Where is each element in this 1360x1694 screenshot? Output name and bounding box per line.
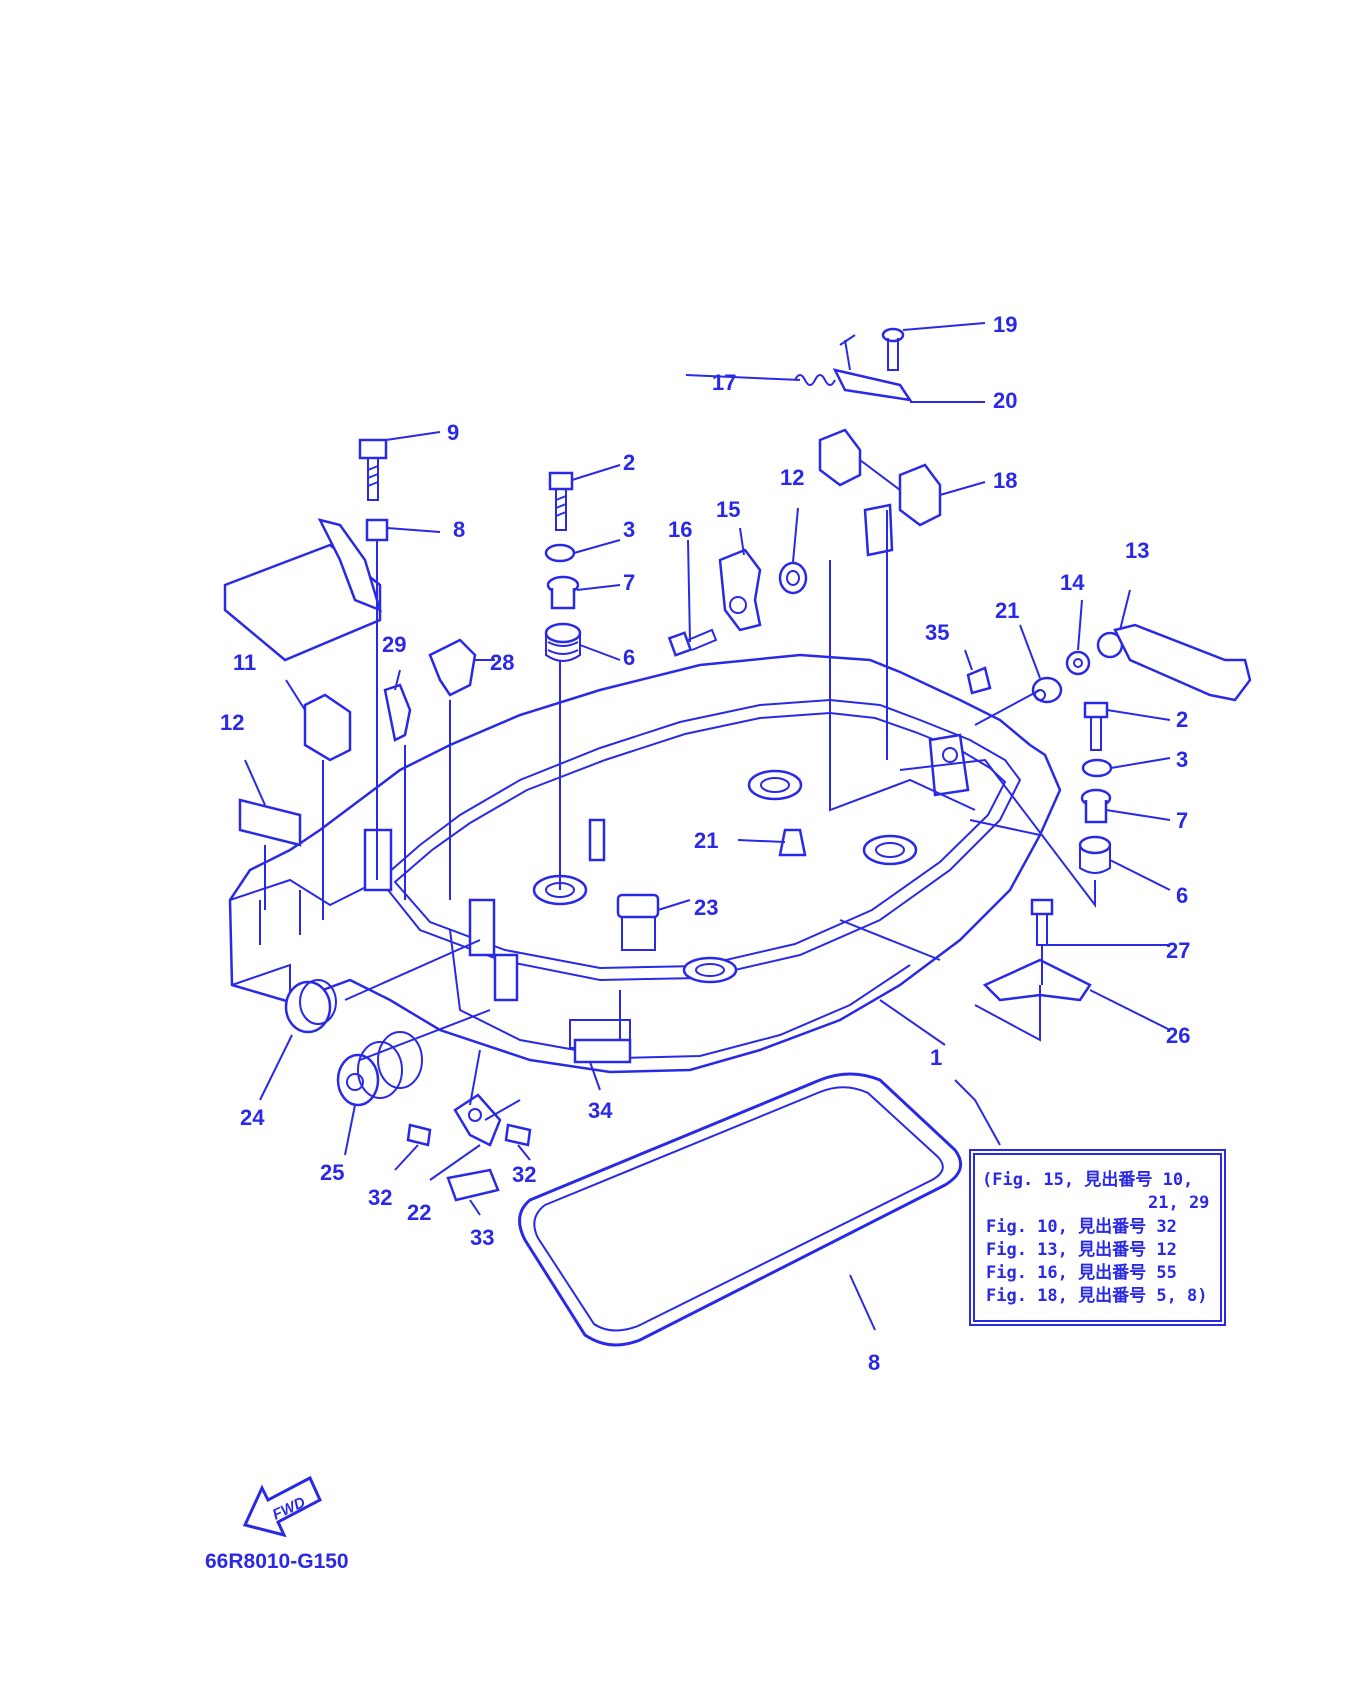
part-29-bolt — [1030, 898, 1054, 946]
callout-32-left: 32 — [368, 1185, 392, 1210]
part-25-plug — [616, 893, 660, 951]
callout-6-upper: 6 — [623, 645, 635, 670]
note-line-5: Fig. 16, 見出番号 55 — [986, 1262, 1177, 1283]
callout-14: 12 — [780, 465, 804, 490]
note-line-4: Fig. 13, 見出番号 12 — [986, 1239, 1177, 1260]
callout-10: 9 — [447, 420, 459, 445]
part-bracket-left — [223, 518, 382, 662]
part-33-pad — [446, 1168, 500, 1202]
part-4-bolt — [548, 471, 574, 531]
callout-7-lower: 7 — [1176, 808, 1188, 833]
part-10-bolt — [358, 438, 388, 501]
part-14-bushing — [778, 561, 808, 595]
drawing-code: 66R8010-G150 — [205, 1550, 349, 1573]
callout-30: 28 — [490, 650, 514, 675]
part-13-lever — [1096, 623, 1252, 702]
part-34-label — [966, 666, 992, 695]
callout-33: 33 — [470, 1225, 494, 1250]
part-7-collar-upper — [546, 575, 580, 610]
part-18-bolt — [667, 628, 718, 657]
callout-15: 21 — [995, 598, 1019, 623]
note-line-3: Fig. 10, 見出番号 32 — [986, 1216, 1177, 1237]
callout-34: 35 — [925, 620, 949, 645]
callout-5: 3 — [623, 517, 635, 542]
part-19-spring — [794, 374, 836, 386]
callout-4: 2 — [623, 450, 635, 475]
reference-note-box: (Fig. 15, 見出番号 10, 21, 29 Fig. 10, 見出番号 … — [969, 1149, 1226, 1326]
callout-9: 8 — [453, 517, 465, 542]
part-22-plate — [832, 368, 913, 402]
part-2-bolt — [1083, 701, 1109, 751]
part-7-collar-lower — [1080, 788, 1112, 824]
part-21-screw — [881, 327, 905, 371]
part-6-grommet-lower — [1078, 835, 1112, 874]
callout-23: 21 — [694, 828, 718, 853]
callout-24: 22 — [407, 1200, 431, 1225]
forward-arrow-icon: FWD — [242, 1475, 322, 1538]
callout-19: 17 — [712, 370, 736, 395]
callout-8: 8 — [868, 1350, 880, 1375]
callout-12: 12 — [220, 710, 244, 735]
part-23-plug — [778, 828, 807, 857]
callout-25: 23 — [694, 895, 718, 920]
part-31-clip — [383, 683, 412, 742]
part-3-washer — [1081, 758, 1113, 778]
part-27-grommet — [336, 1031, 423, 1107]
bottom-cowling — [228, 653, 1062, 1074]
part-17-lever — [718, 548, 762, 632]
part-5-washer — [544, 543, 576, 563]
callout-11: 11 — [233, 650, 256, 675]
part-28-bracket — [982, 958, 1092, 1002]
part-30-bracket — [428, 638, 477, 697]
bottom-gasket — [518, 1072, 963, 1347]
callout-32-right: 32 — [512, 1162, 536, 1187]
callout-26: 24 — [240, 1105, 265, 1130]
part-32-pad-left — [406, 1123, 432, 1147]
part-9-collar — [365, 518, 389, 542]
callout-31: 29 — [382, 632, 406, 657]
part-12-pad — [238, 798, 302, 847]
callout-22: 20 — [993, 388, 1017, 413]
callout-17: 15 — [716, 497, 740, 522]
part-26-cap — [284, 979, 337, 1034]
callout-labels: 9 8 2 3 7 6 16 15 12 17 19 20 18 13 14 2… — [220, 312, 1190, 1375]
callout-28: 26 — [1166, 1023, 1190, 1048]
callout-20: 18 — [993, 468, 1017, 493]
part-16-lock-washer — [1065, 650, 1091, 676]
callout-13: 13 — [1125, 538, 1149, 563]
note-line-2: 21, 29 — [1148, 1193, 1209, 1213]
part-15-grommet — [1031, 676, 1063, 704]
callout-3: 3 — [1176, 747, 1188, 772]
fwd-label: FWD — [270, 1494, 308, 1524]
part-35-label — [573, 1038, 632, 1064]
callout-18: 16 — [668, 517, 692, 542]
leader-lines — [244, 322, 1171, 1331]
note-line-6: Fig. 18, 見出番号 5, 8) — [986, 1285, 1208, 1306]
part-22-rod — [839, 334, 856, 371]
callout-7-upper: 7 — [623, 570, 635, 595]
part-6-grommet-upper — [544, 622, 582, 662]
part-11-block — [303, 693, 352, 762]
part-32-pad-right — [504, 1123, 532, 1147]
callout-1: 1 — [930, 1045, 942, 1070]
callout-27: 25 — [320, 1160, 344, 1185]
callout-6-lower: 6 — [1176, 883, 1188, 908]
callout-21: 19 — [993, 312, 1017, 337]
part-20-hinge — [818, 428, 942, 557]
part-24-grommet — [453, 1093, 502, 1147]
callout-29: 27 — [1166, 938, 1190, 963]
callout-16: 14 — [1060, 570, 1085, 595]
callout-2: 2 — [1176, 707, 1188, 732]
part-17-pivot — [729, 596, 747, 614]
callout-35: 34 — [588, 1098, 613, 1123]
note-line-1: (Fig. 15, 見出番号 10, — [982, 1169, 1193, 1190]
